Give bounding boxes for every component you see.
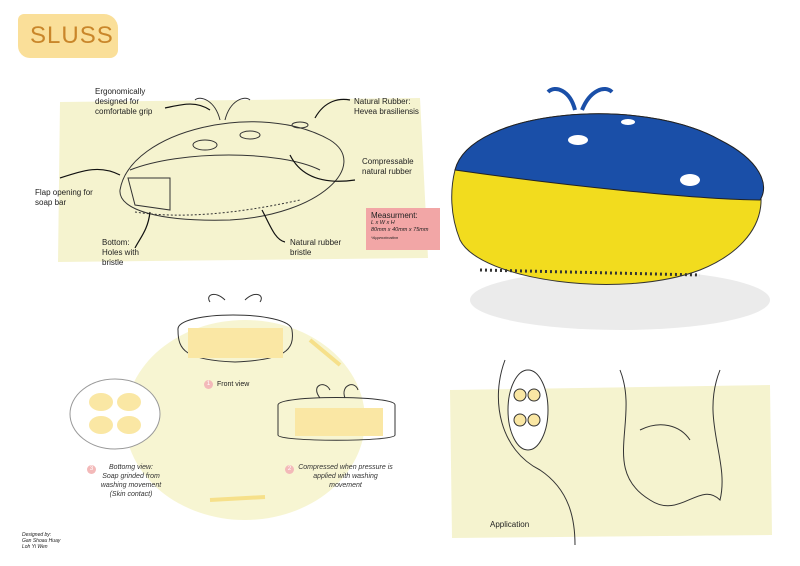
measurement-note: *Approximation <box>371 235 399 240</box>
annotation-compressable: Compressable natural rubber <box>362 157 414 176</box>
annotation-flap: Flap opening for soap bar <box>35 188 93 207</box>
annotation-grip: Ergonomically designed for comfortable g… <box>95 87 153 116</box>
step-caption-1: Front view <box>217 381 250 388</box>
measurement-heading: Measurment: <box>371 211 418 220</box>
credits-heading: Designed by: <box>22 532 52 538</box>
bottom-view-sketch <box>69 378 161 450</box>
cycle-arrow-right <box>308 338 342 367</box>
measurement-dims-label: L x W x H <box>371 220 395 226</box>
annotation-bristle: Natural rubber bristle <box>290 238 342 257</box>
front-view-sketch <box>177 293 293 363</box>
title-highlight <box>18 14 118 58</box>
line-sketch <box>119 97 345 221</box>
application-label: Application <box>490 520 530 529</box>
top-left-wash <box>58 98 428 262</box>
step-caption-3: Bottomg view: Soap grinded from washing … <box>100 464 162 498</box>
step-number-1: 1 <box>204 380 213 389</box>
credits-name: Loh Yi Wen <box>22 544 48 550</box>
application-wash <box>450 385 772 538</box>
measurement-dims-value: 80mm x 40mm x 75mm <box>371 227 429 233</box>
color-render <box>451 87 770 330</box>
credits-name: Gan Shoau Huay <box>22 538 61 544</box>
credits: Designed by: Gan Shoau Huay Loh Yi Wen <box>22 532 60 550</box>
annotation-material: Natural Rubber: Hevea brasiliensis <box>354 97 419 116</box>
cycle-arrow-left <box>209 495 266 502</box>
step-number-3: 3 <box>87 465 96 474</box>
page-title: SLUSS <box>30 22 114 49</box>
compressed-view-sketch <box>277 384 396 441</box>
step-caption-2: Compressed when pressure is applied with… <box>298 464 393 489</box>
cycle-wash <box>125 320 365 520</box>
measurement-box: Measurment: L x W x H 80mm x 40mm x 75mm… <box>366 208 440 250</box>
annotation-bottom: Bottom: Holes with bristle <box>102 238 139 267</box>
step-number-2: 2 <box>285 465 294 474</box>
application-sketch <box>498 359 723 546</box>
annotation-arrows <box>59 98 356 249</box>
